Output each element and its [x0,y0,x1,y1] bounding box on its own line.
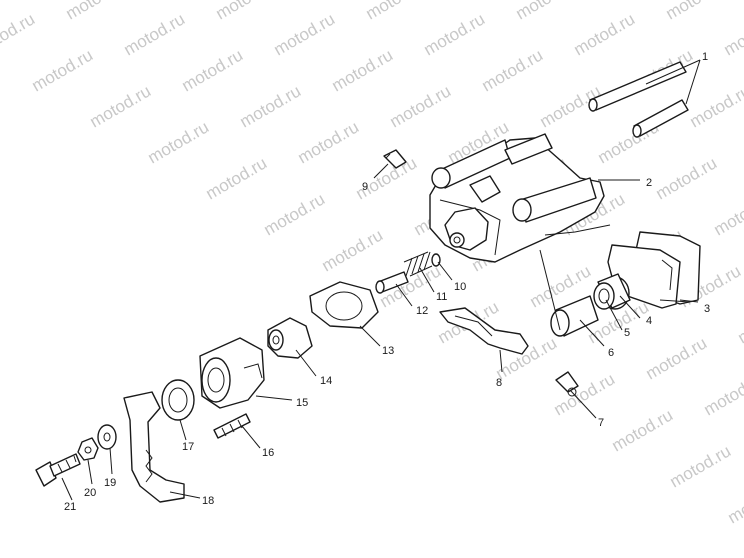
part-14-cam [267,317,313,359]
watermark-text: motod.ru [643,333,711,383]
watermark-text: motod.ru [271,9,339,59]
watermark-text: motod.ru [667,441,735,491]
callout-12: 12 [416,305,428,317]
callout-4: 4 [646,315,652,327]
watermark-text: motod.ru [421,9,489,59]
callout-2: 2 [646,177,652,189]
watermark-text: motod.ru [203,153,271,203]
watermark-text: motod.ru [0,9,38,59]
part-12-pin [375,271,409,294]
watermark-text: motod.ru [711,189,744,239]
watermark-text: motod.ru [701,369,744,419]
watermark-text: motod.ru [653,153,721,203]
part-4-5-seal-rings [593,273,631,310]
callout-15: 15 [296,397,308,409]
watermark-text: motod.ru [571,9,639,59]
part-1-pins [588,61,689,138]
watermark-text: motod.ru [261,189,329,239]
callout-19: 19 [104,477,116,489]
callout-20: 20 [84,487,96,499]
callout-10: 10 [454,281,466,293]
part-13-gasket [309,281,379,329]
callout-7: 7 [598,417,604,429]
watermark-text: motod.ru [735,297,744,347]
part-6-piston [550,295,599,337]
watermark-text: motod.ru [319,225,387,275]
watermark-text: motod.ru [29,45,97,95]
part-17-seal [161,379,195,421]
part-9-bleeder-screw [383,149,407,169]
watermark-text: motod.ru [213,0,281,23]
callout-21: 21 [64,501,76,513]
watermark-text: motod.ru [121,9,189,59]
watermark-text: motod.ru [329,45,397,95]
part-15-housing [199,337,265,409]
callout-17: 17 [182,441,194,453]
watermark-text: motod.ru [295,117,363,167]
watermark-text: motod.ru [63,0,131,23]
callout-13: 13 [382,345,394,357]
callout-1: 1 [702,51,708,63]
watermark-text: motod.ru [513,0,581,23]
part-20-nut [77,437,99,461]
watermark-text: motod.ru [479,45,547,95]
watermark-text: motod.ru [725,477,744,527]
callout-5: 5 [624,327,630,339]
callout-3: 3 [704,303,710,315]
part-21-bolt [35,453,81,487]
callout-labels: 1 2 3 4 5 6 7 8 9 10 11 12 13 14 15 16 1… [64,51,710,513]
watermark-text: motod.ru [609,405,677,455]
callout-16: 16 [262,447,274,459]
callout-9: 9 [362,181,368,193]
watermark-text: motod.ru [687,81,744,131]
watermark-text: motod.ru [353,153,421,203]
watermark-text: motod.ru [179,45,247,95]
watermark-text: motod.ru [721,9,744,59]
part-10-11-spring [403,251,441,277]
part-2-caliper-body [429,133,611,263]
callout-11: 11 [436,291,447,303]
watermark-text: motod.ru [387,81,455,131]
part-18-lever [123,391,185,503]
part-8-bracket [439,307,529,355]
watermark-text: motod.ru [237,81,305,131]
part-7-bleeder [555,371,579,397]
watermark-text: motod.ru [145,117,213,167]
callout-18: 18 [202,495,214,507]
callout-8: 8 [496,377,502,389]
callout-6: 6 [608,347,614,359]
part-19-washer [97,424,117,450]
watermark-text: motod.ru [363,0,431,23]
watermark-text: motod.ru [87,81,155,131]
part-16-bolt [213,413,251,439]
callout-14: 14 [320,375,332,387]
leader-lines [61,59,701,501]
watermark-text: motod.ru [663,0,731,23]
